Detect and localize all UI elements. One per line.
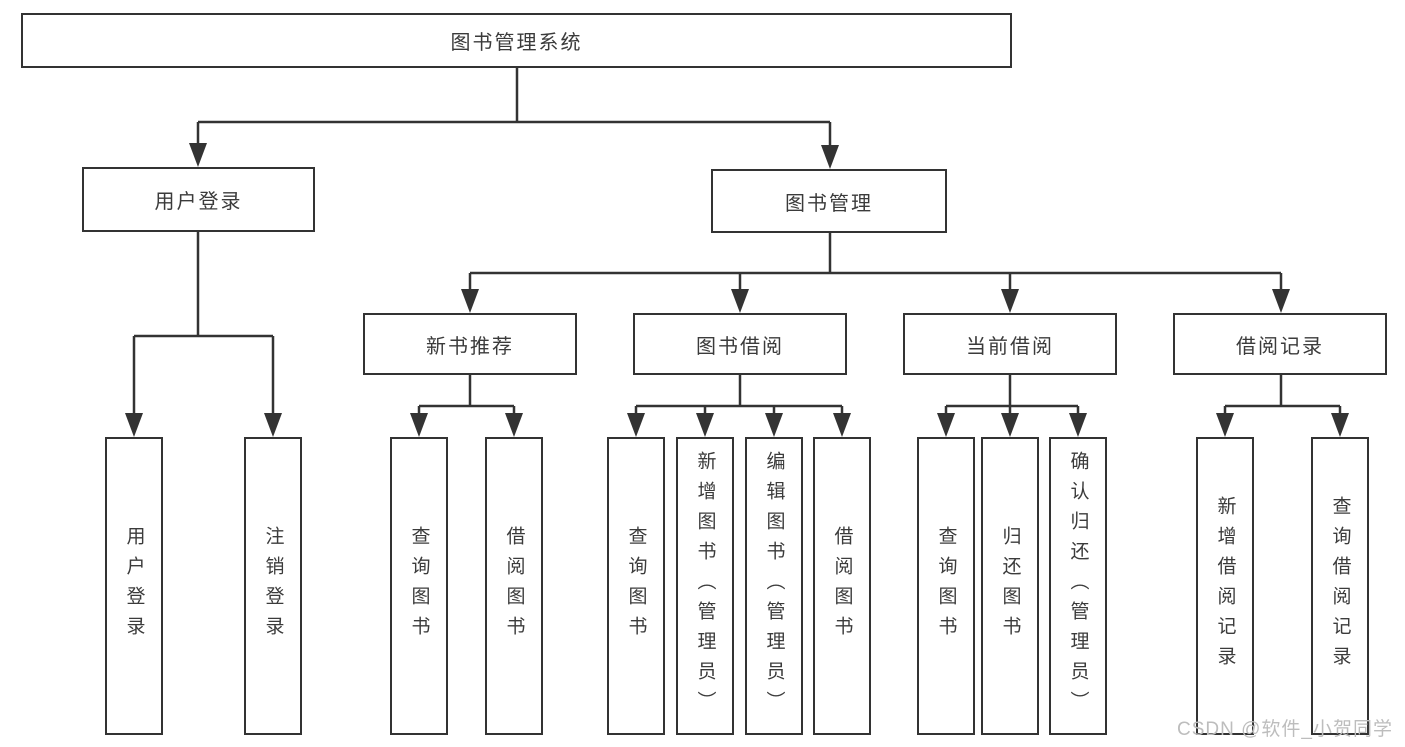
leaf-query-borrow-record: 查询借阅记录 xyxy=(1311,437,1369,735)
connector-new-book-recommend xyxy=(417,375,516,418)
leaf-add-book-admin: 新增图书（管理员） xyxy=(676,437,734,735)
node-borrow-records: 借阅记录 xyxy=(1173,313,1387,375)
connector-user-login xyxy=(132,232,275,418)
connector-book-borrow xyxy=(634,375,844,418)
leaf-borrow-books: 借阅图书 xyxy=(813,437,871,735)
node-book-borrow: 图书借阅 xyxy=(633,313,847,375)
leaf-user-login: 用户登录 xyxy=(105,437,163,735)
leaf-edit-book-admin: 编辑图书（管理员） xyxy=(745,437,803,735)
arrowheads xyxy=(125,143,1349,437)
leaf-logout: 注销登录 xyxy=(244,437,302,735)
node-book-management: 图书管理 xyxy=(711,169,947,233)
node-new-book-recommend: 新书推荐 xyxy=(363,313,577,375)
leaf-query-books-recommend: 查询图书 xyxy=(390,437,448,735)
leaf-query-books-current: 查询图书 xyxy=(917,437,975,735)
connector-root xyxy=(196,68,832,152)
leaf-return-book: 归还图书 xyxy=(981,437,1039,735)
connector-book-management xyxy=(468,233,1283,296)
node-current-borrow: 当前借阅 xyxy=(903,313,1117,375)
leaf-query-books-borrow: 查询图书 xyxy=(607,437,665,735)
connector-current-borrow xyxy=(944,375,1080,418)
watermark: CSDN @软件_小贺同学 xyxy=(1177,719,1393,740)
connector-borrow-records xyxy=(1223,375,1342,418)
node-user-login: 用户登录 xyxy=(82,167,315,232)
leaf-borrow-books-recommend: 借阅图书 xyxy=(485,437,543,735)
node-root: 图书管理系统 xyxy=(21,13,1012,68)
leaf-add-borrow-record: 新增借阅记录 xyxy=(1196,437,1254,735)
leaf-confirm-return-admin: 确认归还（管理员） xyxy=(1049,437,1107,735)
